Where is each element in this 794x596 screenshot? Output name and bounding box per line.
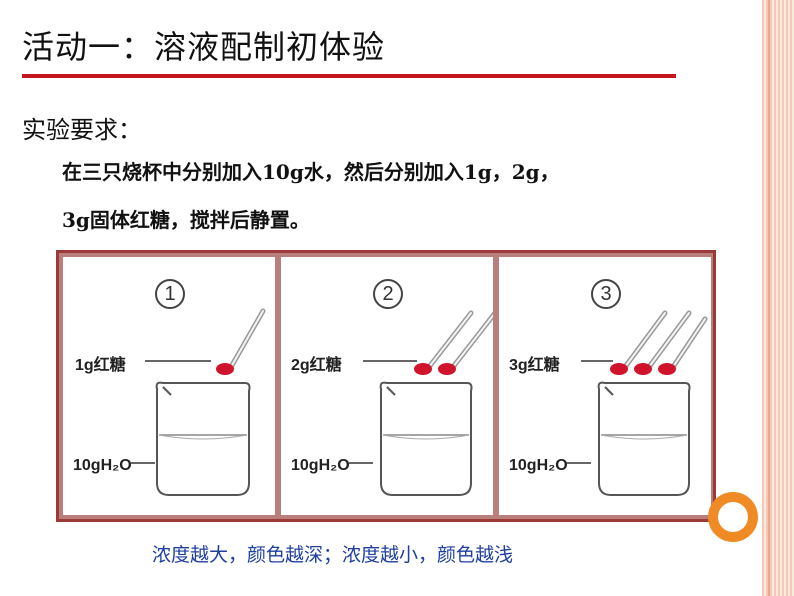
slide-title: 活动一：溶液配制初体验 bbox=[22, 28, 386, 66]
spoon-icon bbox=[216, 308, 266, 375]
experiment-panel-2: 2 2g红糖 10gH₂O bbox=[281, 257, 493, 515]
spoon-icon bbox=[438, 311, 493, 375]
figure-caption: 浓度越大，颜色越深；浓度越小，颜色越浅 bbox=[152, 544, 514, 566]
beaker-illustration bbox=[567, 310, 708, 496]
panel-number-badge: 2 bbox=[373, 279, 403, 309]
spoon-icon bbox=[634, 310, 692, 375]
decorative-orange-circle-center bbox=[718, 502, 748, 532]
beaker-illustration bbox=[131, 308, 266, 496]
experiment-figure: 1 1g红糖 10gH₂O 2 2g红糖 10gH₂O bbox=[56, 250, 716, 522]
beaker-illustration bbox=[349, 310, 493, 496]
panel-number-badge: 1 bbox=[155, 279, 185, 309]
sugar-label: 1g红糖 bbox=[75, 357, 126, 374]
beaker-icon bbox=[379, 381, 473, 496]
requirement-label: 实验要求： bbox=[22, 116, 142, 144]
water-label: 10gH₂O bbox=[291, 457, 350, 474]
instruction-line-1: 在三只烧杯中分别加入10g水，然后分别加入1g，2g， bbox=[62, 160, 560, 184]
water-label: 10gH₂O bbox=[73, 457, 132, 474]
sugar-label: 3g红糖 bbox=[509, 357, 560, 374]
sugar-label: 2g红糖 bbox=[291, 357, 342, 374]
decorative-side-stripes bbox=[762, 0, 794, 596]
spoon-icon bbox=[658, 316, 708, 375]
beaker-icon bbox=[597, 381, 691, 496]
title-underline bbox=[22, 74, 676, 78]
decorative-side-rule bbox=[768, 0, 770, 596]
panel-number-badge: 3 bbox=[591, 279, 621, 309]
instruction-line-2: 3g固体红糖，搅拌后静置。 bbox=[62, 208, 310, 232]
experiment-panel-3: 3 3g红糖 10gH₂O bbox=[499, 257, 711, 515]
spoon-icon bbox=[610, 310, 668, 375]
spoon-icon bbox=[414, 310, 474, 375]
beaker-icon bbox=[155, 381, 251, 496]
experiment-panel-1: 1 1g红糖 10gH₂O bbox=[63, 257, 275, 515]
water-label: 10gH₂O bbox=[509, 457, 568, 474]
